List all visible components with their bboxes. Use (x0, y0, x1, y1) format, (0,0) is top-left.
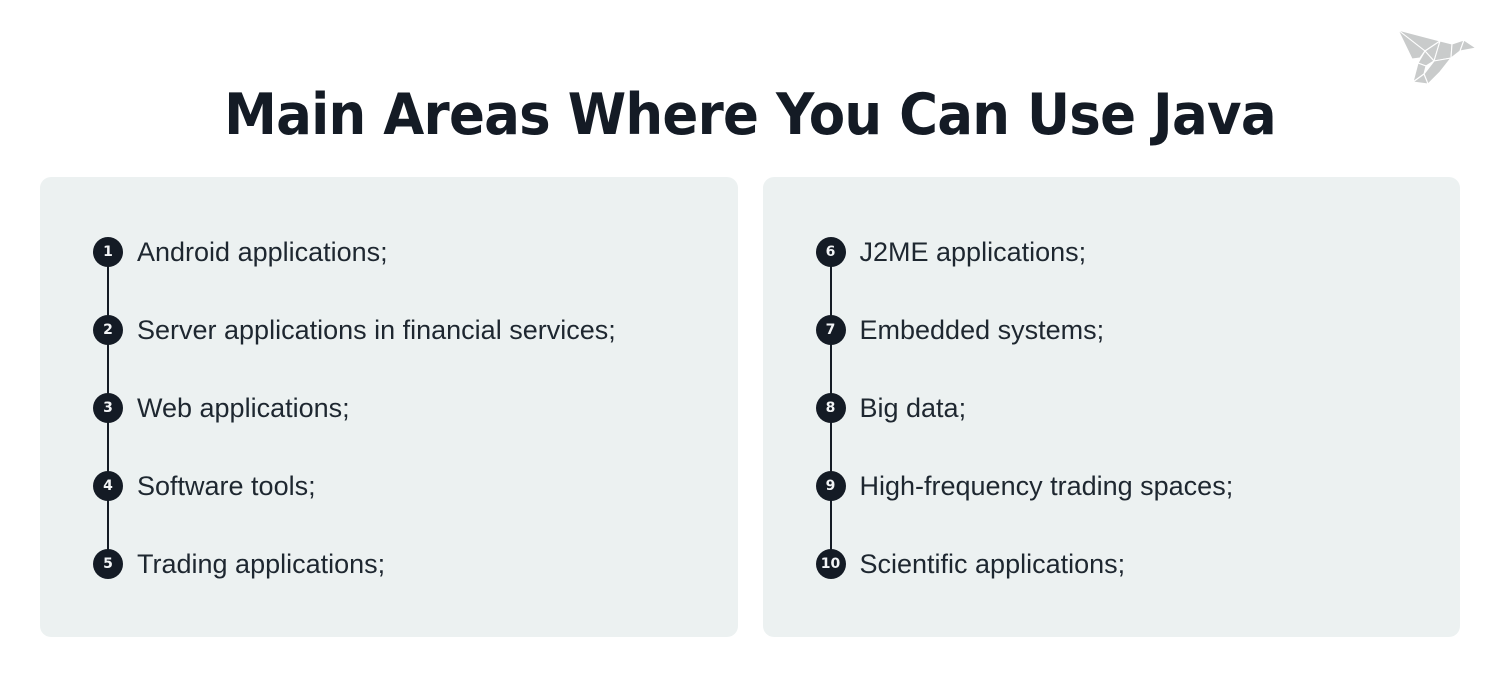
list-item-label: Software tools; (137, 471, 316, 501)
list-item-label: Web applications; (137, 393, 350, 423)
step-number-badge: 3 (93, 393, 123, 423)
step-number-badge: 10 (815, 549, 846, 579)
list-item[interactable]: 9 High-frequency trading spaces; (763, 471, 1461, 564)
list-item[interactable]: 4 Software tools; (40, 471, 738, 564)
list-item-label: Scientific applications; (859, 549, 1126, 579)
list-item[interactable]: 3 Web applications; (40, 393, 738, 486)
list-item[interactable]: 8 Big data; (763, 393, 1461, 486)
step-number-badge: 8 (815, 393, 846, 423)
timeline-right: 6 J2ME applications; 7 Embedded systems;… (763, 177, 1461, 627)
step-number-badge: 5 (93, 549, 123, 579)
list-item[interactable]: 10 Scientific applications; (763, 549, 1461, 627)
list-item-label: Trading applications; (137, 549, 386, 579)
step-number-badge: 1 (93, 237, 123, 267)
list-item[interactable]: 7 Embedded systems; (763, 315, 1461, 408)
list-item[interactable]: 2 Server applications in financial servi… (40, 315, 738, 408)
list-item-label: High-frequency trading spaces; (859, 471, 1234, 501)
timeline-left: 1 Android applications; 2 Server applica… (40, 177, 738, 627)
origami-bird-logo (1388, 14, 1484, 94)
step-number-badge: 7 (815, 315, 846, 345)
list-item-label: Big data; (859, 393, 967, 423)
list-item-label: J2ME applications; (859, 237, 1087, 267)
content-columns: 1 Android applications; 2 Server applica… (40, 177, 1460, 637)
list-item-label: Android applications; (137, 237, 388, 267)
card-right-column: 6 J2ME applications; 7 Embedded systems;… (762, 177, 1461, 637)
list-item-label: Server applications in financial service… (137, 315, 616, 345)
step-number-badge: 2 (93, 315, 123, 345)
page-title: Main Areas Where You Can Use Java (224, 82, 1277, 149)
step-number-badge: 6 (815, 237, 846, 267)
step-number-badge: 9 (815, 471, 846, 501)
step-number-badge: 4 (93, 471, 123, 501)
list-item[interactable]: 1 Android applications; (40, 237, 738, 330)
list-item[interactable]: 6 J2ME applications; (763, 237, 1461, 330)
list-item[interactable]: 5 Trading applications; (40, 549, 738, 627)
list-item-label: Embedded systems; (859, 315, 1105, 345)
card-left-column: 1 Android applications; 2 Server applica… (40, 177, 738, 637)
